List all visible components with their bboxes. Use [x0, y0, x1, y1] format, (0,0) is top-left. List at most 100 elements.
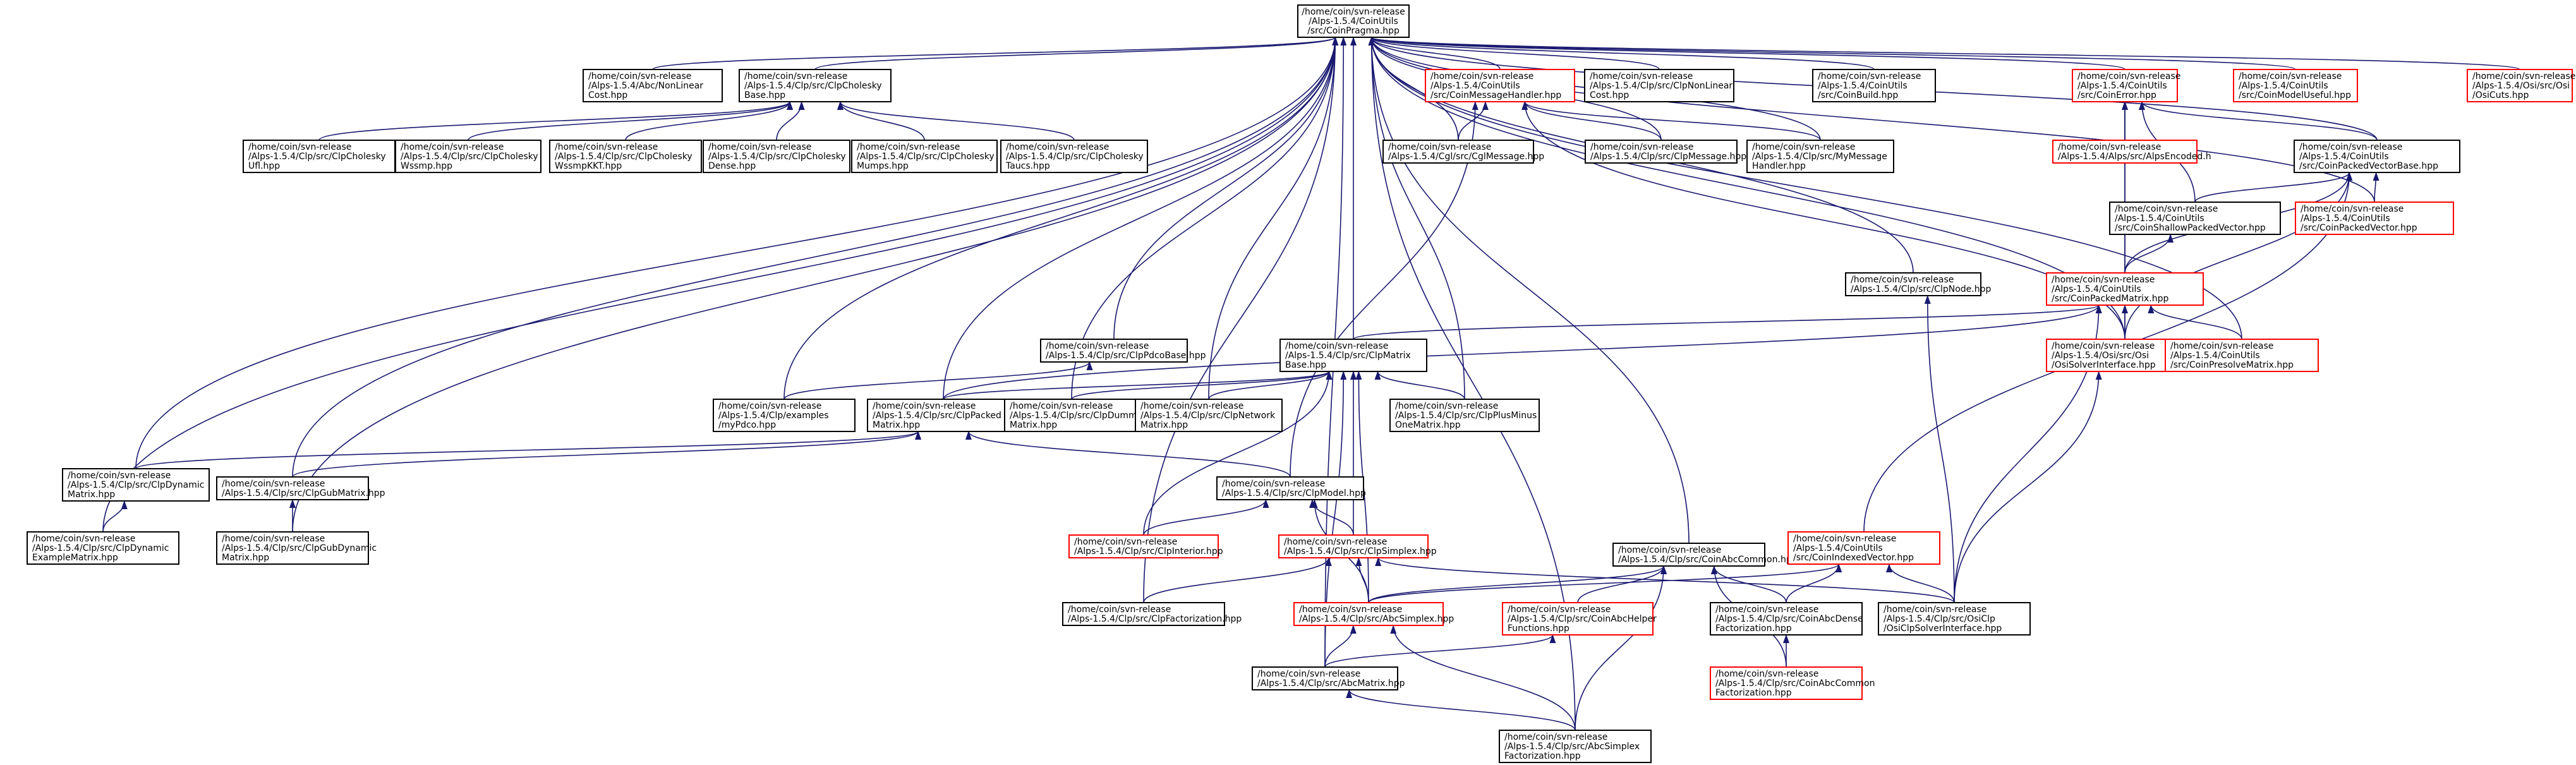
- graph-node-clpnonlinearcost2[interactable]: /home/coin/svn-release/Alps-1.5.4/Clp/sr…: [1584, 69, 1734, 102]
- graph-node-clpfactorization[interactable]: /home/coin/svn-release/Alps-1.5.4/Clp/sr…: [1062, 602, 1242, 626]
- node-label-line: /home/coin/svn-release: [1504, 732, 1607, 742]
- edge-clpgubmatrix-to-root: [292, 37, 1339, 478]
- edge-abcsimplex-to-clpsimplex: [1355, 557, 1369, 603]
- graph-node-coinmessagehandler[interactable]: /home/coin/svn-release/Alps-1.5.4/CoinUt…: [1425, 69, 1575, 102]
- node-box: [1279, 339, 1427, 372]
- node-label-line: /Alps-1.5.4/CoinUtils: [2077, 81, 2167, 91]
- graph-node-clpmessage[interactable]: /home/coin/svn-release/Alps-1.5.4/Clp/sr…: [1585, 140, 1746, 164]
- node-label-line: /home/coin/svn-release: [222, 479, 325, 489]
- graph-node-coinshallowpackedvector[interactable]: /home/coin/svn-release/Alps-1.5.4/CoinUt…: [2109, 202, 2281, 235]
- node-label-line: /home/coin/svn-release: [1010, 401, 1113, 411]
- node-label-line: /home/coin/svn-release: [1006, 142, 1109, 152]
- edge-coinshallowpackedvector-to-coinpackedvectorbase: [2194, 172, 2353, 203]
- node-label-line: /home/coin/svn-release: [68, 471, 171, 481]
- graph-node-coinpackedmatrix[interactable]: /home/coin/svn-release/Alps-1.5.4/CoinUt…: [2046, 272, 2204, 306]
- edge-clpnetworkmatrix-to-clpmatrixbase: [1208, 371, 1333, 400]
- node-label-line: /src/CoinIndexedVector.hpp: [1793, 553, 1914, 563]
- graph-node-coinindexedvector[interactable]: /home/coin/svn-release/Alps-1.5.4/CoinUt…: [1787, 531, 1940, 565]
- node-label-line: /home/coin/svn-release: [1140, 401, 1243, 411]
- edge-osisolverinterface-to-coinpackedvectorbase: [2124, 172, 2353, 340]
- node-label-line: /home/coin/svn-release: [718, 401, 821, 411]
- graph-node-clpcholeskywssmpkkt[interactable]: /home/coin/svn-release/Alps-1.5.4/Clp/sr…: [549, 140, 702, 173]
- edge-clpcholeskydense-to-clpcholeskybase: [776, 101, 805, 141]
- graph-node-clpcholeskyufl[interactable]: /home/coin/svn-release/Alps-1.5.4/Clp/sr…: [243, 140, 396, 173]
- graph-node-coinabccommon[interactable]: /home/coin/svn-release/Alps-1.5.4/Clp/sr…: [1612, 543, 1798, 567]
- node-label-line: /home/coin/svn-release: [873, 401, 976, 411]
- graph-node-coinpresolvematrix[interactable]: /home/coin/svn-release/Alps-1.5.4/CoinUt…: [2165, 339, 2319, 372]
- graph-node-clpcholeskywssmp[interactable]: /home/coin/svn-release/Alps-1.5.4/Clp/sr…: [395, 140, 541, 173]
- graph-node-coinabchelperfunctions[interactable]: /home/coin/svn-release/Alps-1.5.4/Clp/sr…: [1502, 602, 1657, 635]
- node-label-line: /Alps-1.5.4/Clp/src/ClpDynamic: [32, 543, 169, 553]
- graph-node-clppackedmatrix[interactable]: /home/coin/svn-release/Alps-1.5.4/Clp/sr…: [867, 399, 1020, 432]
- graph-node-coinpackedvector[interactable]: /home/coin/svn-release/Alps-1.5.4/CoinUt…: [2295, 202, 2454, 235]
- node-label-line: /home/coin/svn-release: [248, 142, 351, 152]
- edge-clpinterior-to-clpmatrixbase: [1143, 371, 1333, 536]
- graph-node-abcsimplexfactorization[interactable]: /home/coin/svn-release/Alps-1.5.4/Clp/sr…: [1499, 730, 1652, 763]
- graph-node-clpcholeskytaucs[interactable]: /home/coin/svn-release/Alps-1.5.4/Clp/sr…: [1000, 140, 1148, 173]
- graph-node-alpsencoded[interactable]: /home/coin/svn-release/Alps-1.5.4/Alps/s…: [2052, 140, 2211, 164]
- graph-node-clpnonlinearcost[interactable]: /home/coin/svn-release/Alps-1.5.4/Abc/No…: [583, 69, 723, 102]
- graph-node-clpnetworkmatrix[interactable]: /home/coin/svn-release/Alps-1.5.4/Clp/sr…: [1135, 399, 1283, 432]
- graph-node-clpnode[interactable]: /home/coin/svn-release/Alps-1.5.4/Clp/sr…: [1845, 272, 1991, 296]
- graph-node-mypdco[interactable]: /home/coin/svn-release/Alps-1.5.4/Clp/ex…: [713, 399, 856, 432]
- graph-node-coinabccommonfactorization[interactable]: /home/coin/svn-release/Alps-1.5.4/Clp/sr…: [1710, 666, 1875, 700]
- edge-clpcholeskyufl-to-clpcholeskybase: [318, 101, 793, 141]
- edge-osiclpsolverinterface-to-coinindexedvector: [1885, 563, 1955, 603]
- node-box: [1845, 272, 1981, 296]
- node-box: [851, 140, 998, 173]
- graph-node-coinmodeluseful[interactable]: /home/coin/svn-release/Alps-1.5.4/CoinUt…: [2233, 69, 2358, 102]
- graph-node-clpgubmatrix[interactable]: /home/coin/svn-release/Alps-1.5.4/Clp/sr…: [216, 476, 385, 500]
- node-box: [1000, 140, 1148, 173]
- graph-node-clpdynamicexamplematrix[interactable]: /home/coin/svn-release/Alps-1.5.4/Clp/sr…: [27, 531, 179, 565]
- node-box: [2467, 69, 2573, 102]
- node-label-line: /Alps-1.5.4/Clp/src/CoinAbcHelper: [1508, 614, 1657, 624]
- graph-node-clpmatrixbase[interactable]: /home/coin/svn-release/Alps-1.5.4/Clp/sr…: [1279, 339, 1427, 372]
- node-label-line: Ufl.hpp: [248, 161, 280, 171]
- graph-node-coinpackedvectorbase[interactable]: /home/coin/svn-release/Alps-1.5.4/CoinUt…: [2294, 140, 2460, 173]
- graph-node-coinabcdensefactorization[interactable]: /home/coin/svn-release/Alps-1.5.4/Clp/sr…: [1710, 602, 1863, 635]
- node-label-line: Mumps.hpp: [857, 161, 909, 171]
- node-label-line: /Alps-1.5.4/Clp/src/ClpGubMatrix.hpp: [222, 488, 385, 498]
- graph-node-abcsimplex[interactable]: /home/coin/svn-release/Alps-1.5.4/Clp/sr…: [1293, 602, 1454, 626]
- graph-node-abcmatrix[interactable]: /home/coin/svn-release/Alps-1.5.4/Clp/sr…: [1252, 666, 1405, 690]
- graph-node-clpcholeskybase[interactable]: /home/coin/svn-release/Alps-1.5.4/Clp/sr…: [739, 69, 892, 102]
- graph-node-mymessagehandler[interactable]: /home/coin/svn-release/Alps-1.5.4/Clp/sr…: [1746, 140, 1894, 173]
- node-label-line: /Alps-1.5.4/Clp/src/ClpMessage.hpp: [1590, 152, 1746, 162]
- graph-node-clpdynamicmatrix[interactable]: /home/coin/svn-release/Alps-1.5.4/Clp/sr…: [62, 468, 210, 502]
- node-label-line: /home/coin/svn-release: [1430, 71, 1533, 81]
- graph-node-osiclpsolverinterface[interactable]: /home/coin/svn-release/Alps-1.5.4/Clp/sr…: [1878, 602, 2031, 635]
- edge-clppdcobase-to-root: [1113, 37, 1339, 340]
- node-label-line: /home/coin/svn-release: [857, 142, 960, 152]
- node-label-line: /home/coin/svn-release: [2239, 71, 2342, 81]
- graph-node-clpsimplex[interactable]: /home/coin/svn-release/Alps-1.5.4/Clp/sr…: [1278, 534, 1437, 558]
- graph-node-coinerror[interactable]: /home/coin/svn-release/Alps-1.5.4/CoinUt…: [2072, 69, 2180, 102]
- node-label-line: /home/coin/svn-release: [1299, 605, 1402, 615]
- graph-node-clppdcobase[interactable]: /home/coin/svn-release/Alps-1.5.4/Clp/sr…: [1040, 339, 1206, 363]
- graph-node-osicuts[interactable]: /home/coin/svn-release/Alps-1.5.4/Osi/sr…: [2467, 69, 2575, 102]
- graph-node-clpgubdynamicmatrix[interactable]: /home/coin/svn-release/Alps-1.5.4/Clp/sr…: [216, 531, 377, 565]
- node-label-line: /Alps-1.5.4/Clp/src/CoinAbcDense: [1715, 614, 1863, 624]
- node-label-line: /home/coin/svn-release: [2472, 71, 2575, 81]
- edge-coinpresolvematrix-to-coinpackedmatrix: [2148, 304, 2242, 340]
- edge-clpdummymatrix-to-clpmatrixbase: [1071, 371, 1333, 400]
- graph-node-clpdummymatrix[interactable]: /home/coin/svn-release/Alps-1.5.4/Clp/sr…: [1004, 399, 1142, 432]
- graph-node-coinbuild[interactable]: /home/coin/svn-release/Alps-1.5.4/CoinUt…: [1812, 69, 1936, 102]
- node-label-line: /src/CoinShallowPackedVector.hpp: [2115, 223, 2266, 233]
- node-label-line: /Alps-1.5.4/CoinUtils: [2115, 214, 2204, 224]
- edge-clpnonlinearcost-to-root: [652, 37, 1338, 70]
- graph-node-clpinterior[interactable]: /home/coin/svn-release/Alps-1.5.4/Clp/sr…: [1068, 534, 1223, 558]
- graph-node-clpmodel[interactable]: /home/coin/svn-release/Alps-1.5.4/Clp/sr…: [1216, 476, 1366, 500]
- graph-node-clpcholeskymumps[interactable]: /home/coin/svn-release/Alps-1.5.4/Clp/sr…: [851, 140, 998, 173]
- graph-node-clpplusminusonematrix[interactable]: /home/coin/svn-release/Alps-1.5.4/Clp/sr…: [1389, 399, 1540, 432]
- node-box: [1040, 339, 1188, 363]
- graph-node-cglmessage[interactable]: /home/coin/svn-release/Alps-1.5.4/Cgl/sr…: [1382, 140, 1544, 164]
- graph-node-root[interactable]: /home/coin/svn-release/Alps-1.5.4/CoinUt…: [1297, 4, 1410, 38]
- node-label-line: /Alps-1.5.4/Clp/src/ClpPdcoBase.hpp: [1046, 351, 1206, 361]
- edge-clpnetworkmatrix-to-root: [1208, 37, 1339, 400]
- node-label-line: Handler.hpp: [1752, 161, 1806, 171]
- node-box: [1216, 476, 1364, 500]
- node-label-line: /OsiSolverInterface.hpp: [2052, 360, 2156, 370]
- node-label-line: /Alps-1.5.4/CoinUtils: [2239, 81, 2328, 91]
- graph-node-clpcholeskydense[interactable]: /home/coin/svn-release/Alps-1.5.4/Clp/sr…: [703, 140, 850, 173]
- node-label-line: /Alps-1.5.4/Clp/src/ClpMatrix: [1285, 351, 1411, 361]
